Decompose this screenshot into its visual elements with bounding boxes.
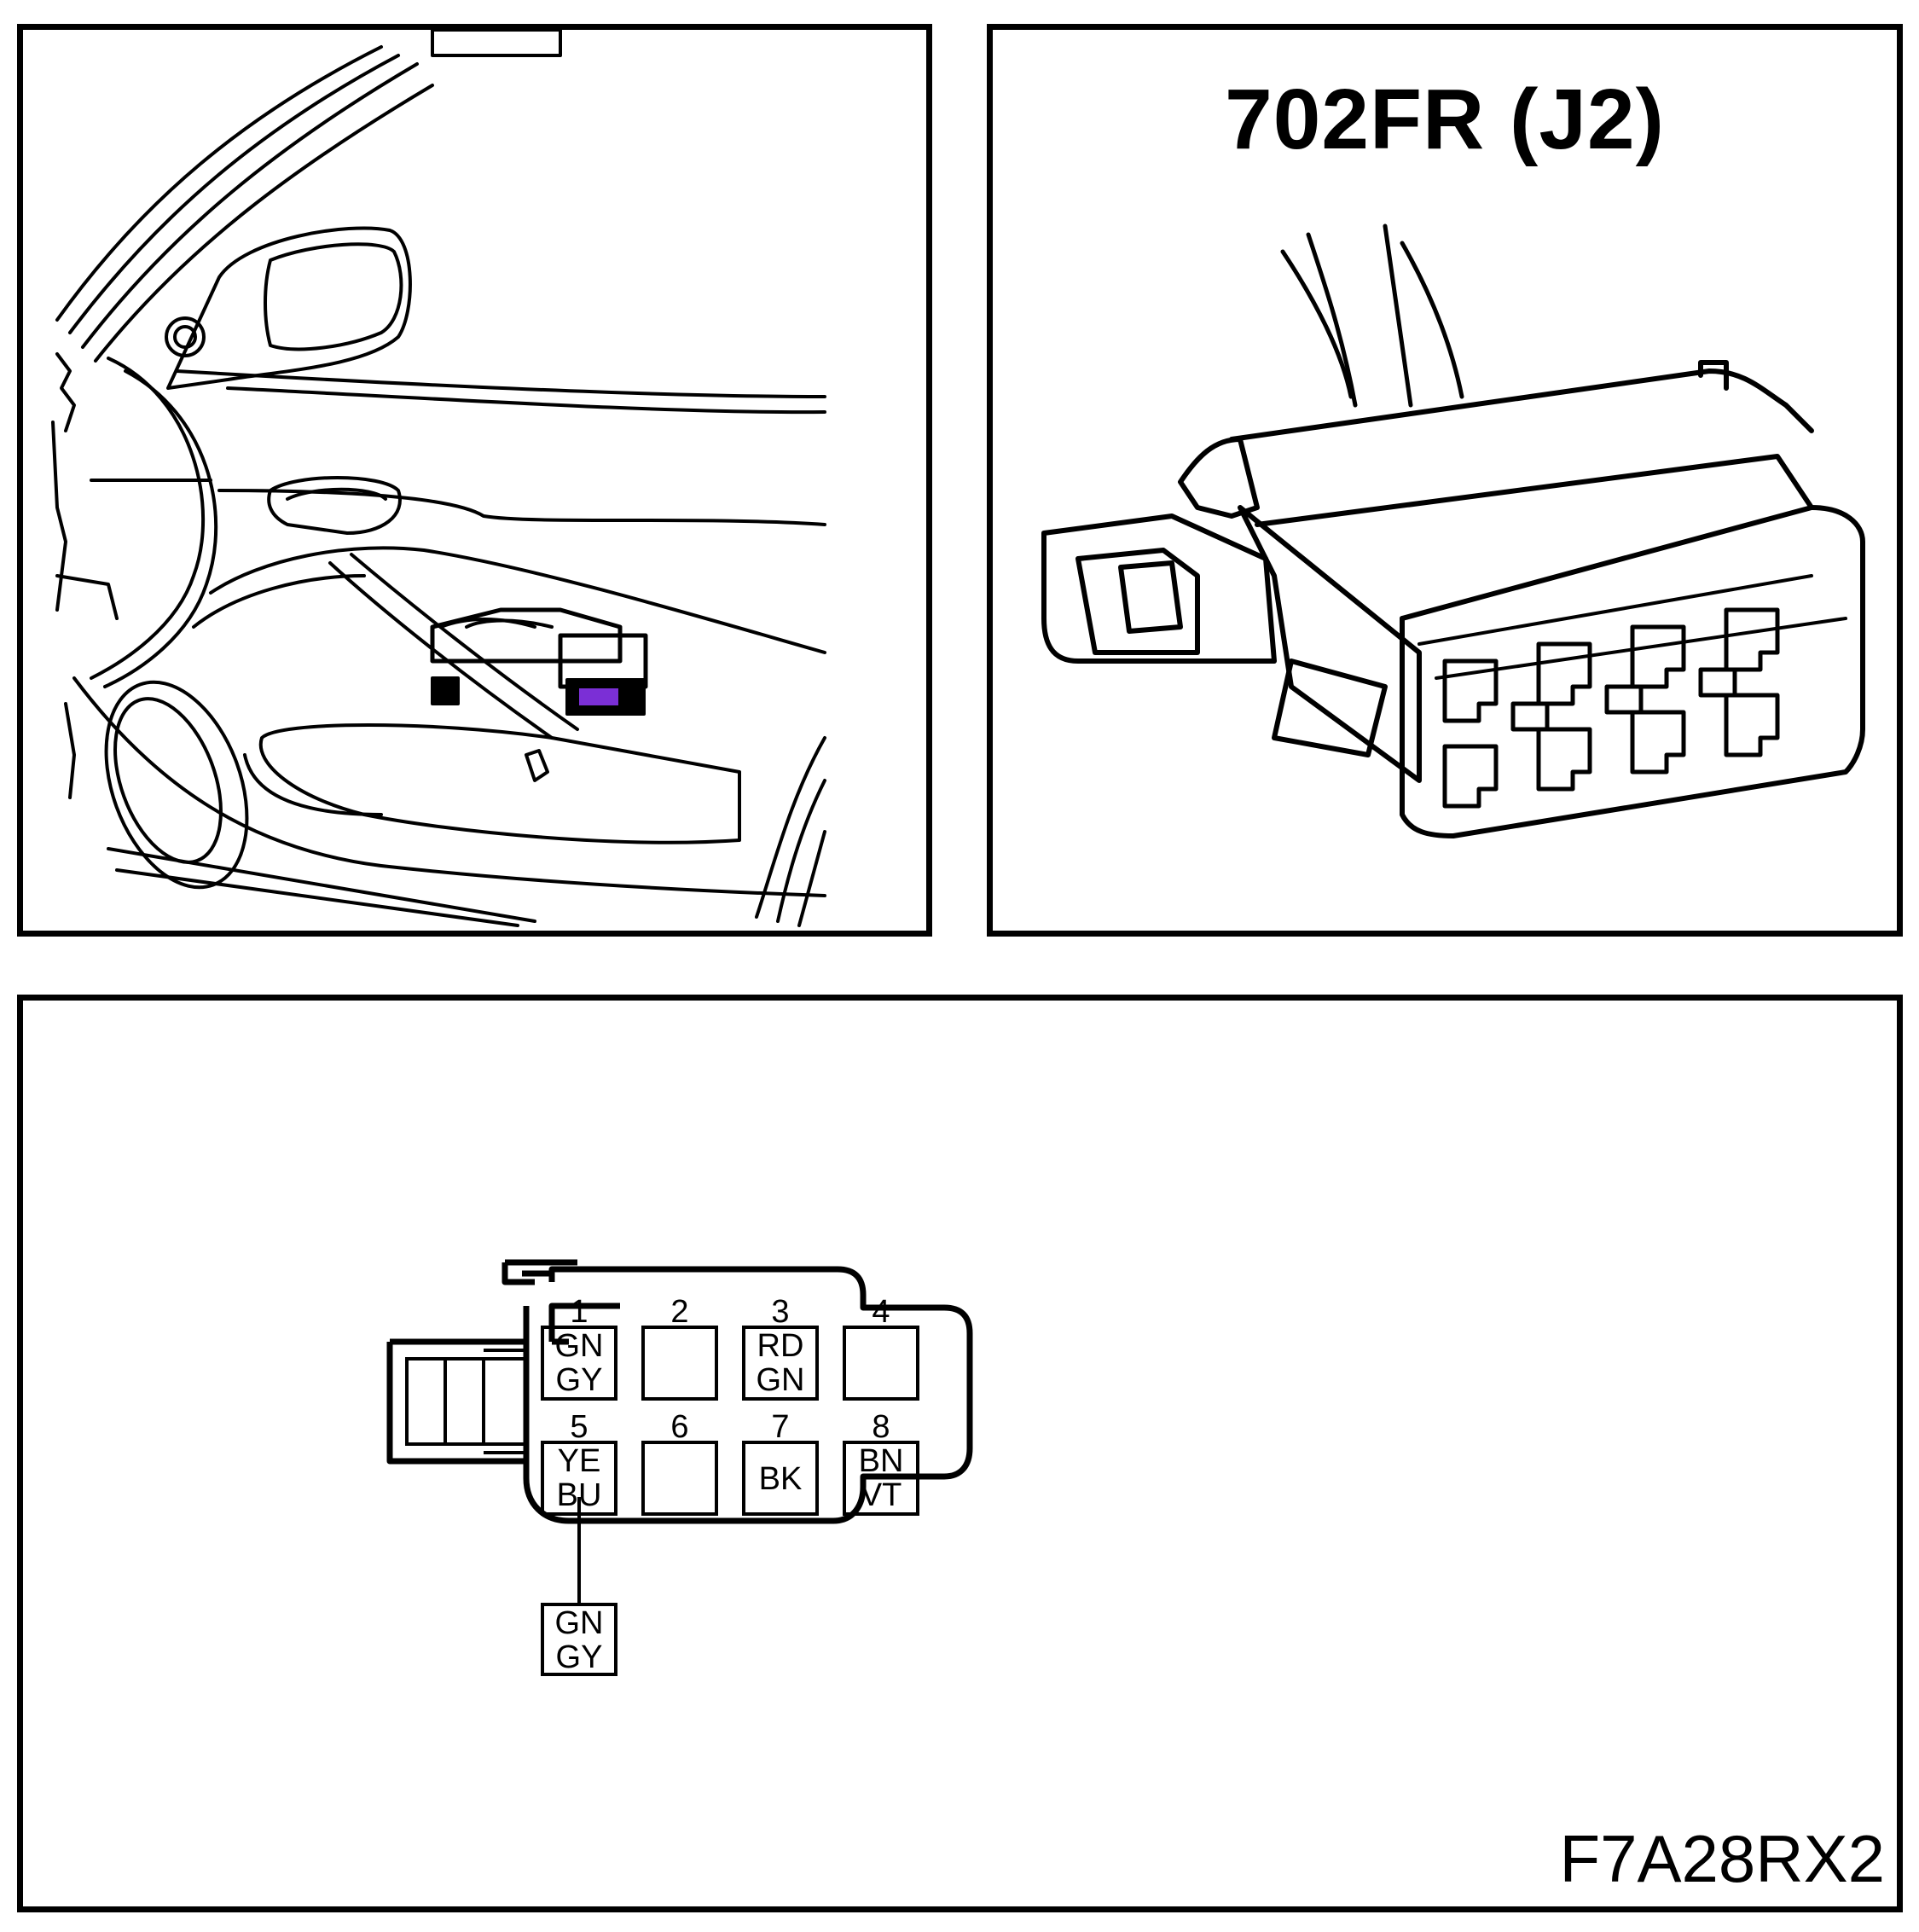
pin-3-wire-color: RD	[757, 1328, 804, 1364]
pin-7-wire-color: BK	[759, 1461, 803, 1497]
branch-wire-color: GY	[556, 1639, 603, 1675]
pin-box-3	[742, 1326, 819, 1401]
pin-box-2	[641, 1326, 718, 1401]
pin-number-6: 6	[670, 1409, 688, 1445]
connector-title: 702FR (J2)	[1225, 72, 1665, 167]
pin-number-5: 5	[570, 1409, 588, 1445]
pin-number-8: 8	[872, 1409, 890, 1445]
pin-number-4: 4	[872, 1294, 890, 1330]
pin-box-6	[641, 1441, 718, 1516]
connector-view-panel: 702FR (J2)	[987, 24, 1903, 937]
pin-5-wire-color: YE	[558, 1443, 601, 1479]
pin-8-wire-color: VT	[861, 1477, 902, 1513]
pin-cell-4	[843, 1326, 919, 1401]
pin-box-4	[843, 1326, 919, 1401]
pin-number-3: 3	[771, 1294, 789, 1330]
pin-cell-6	[641, 1441, 718, 1516]
pin-box-7	[742, 1441, 819, 1516]
pin-cell-7: BK	[742, 1441, 819, 1516]
pin-number-1: 1	[570, 1294, 588, 1330]
pin-box-1	[541, 1326, 617, 1401]
pin-box-8	[843, 1441, 919, 1516]
pin-8-wire-color: BN	[859, 1443, 904, 1479]
location-view-panel	[17, 24, 932, 937]
pin-3-wire-color: GN	[757, 1362, 805, 1398]
connector-illustration	[1041, 223, 1865, 838]
pin-number-2: 2	[670, 1294, 688, 1330]
pin-number-7: 7	[771, 1409, 789, 1445]
pin-cell-2	[641, 1326, 718, 1401]
door-interior-illustration	[51, 30, 826, 927]
pin-1-wire-color: GN	[555, 1328, 604, 1364]
figure-id: F7A28RX2	[1559, 1821, 1885, 1896]
branch-wire-color: GN	[555, 1605, 604, 1641]
branch-wire-box	[541, 1603, 617, 1676]
connector-location-marker	[579, 688, 618, 705]
pin-1-wire-color: GY	[556, 1362, 603, 1398]
